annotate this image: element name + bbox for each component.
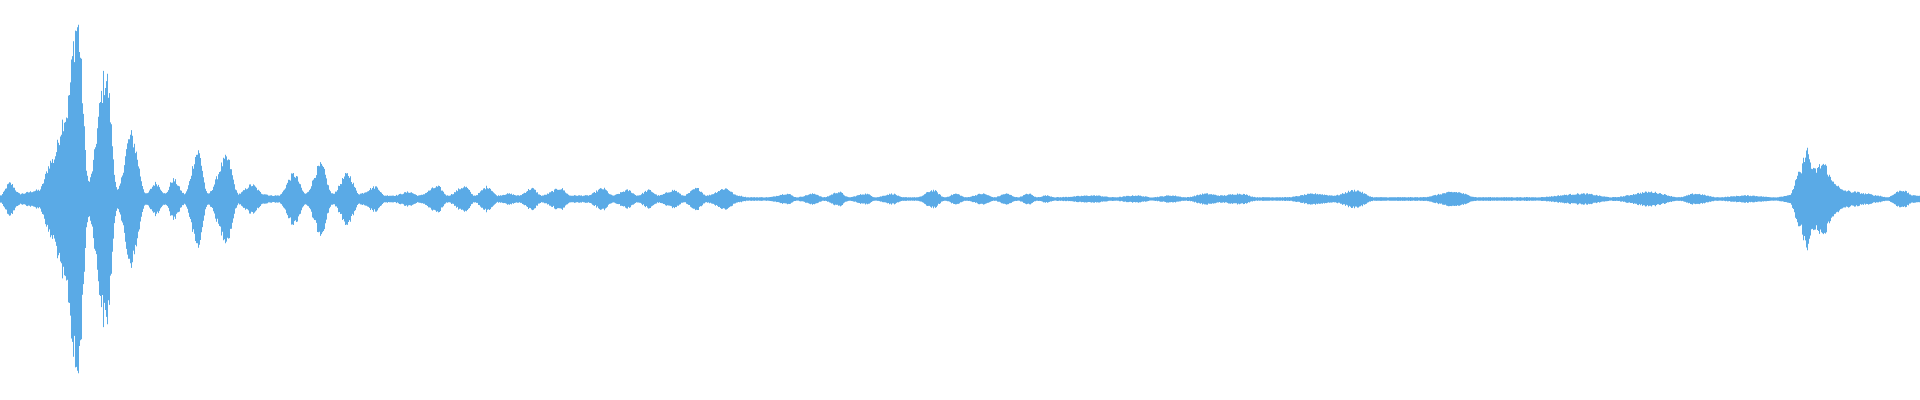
audio-waveform[interactable] (0, 0, 1920, 400)
waveform-canvas[interactable] (0, 0, 1920, 400)
